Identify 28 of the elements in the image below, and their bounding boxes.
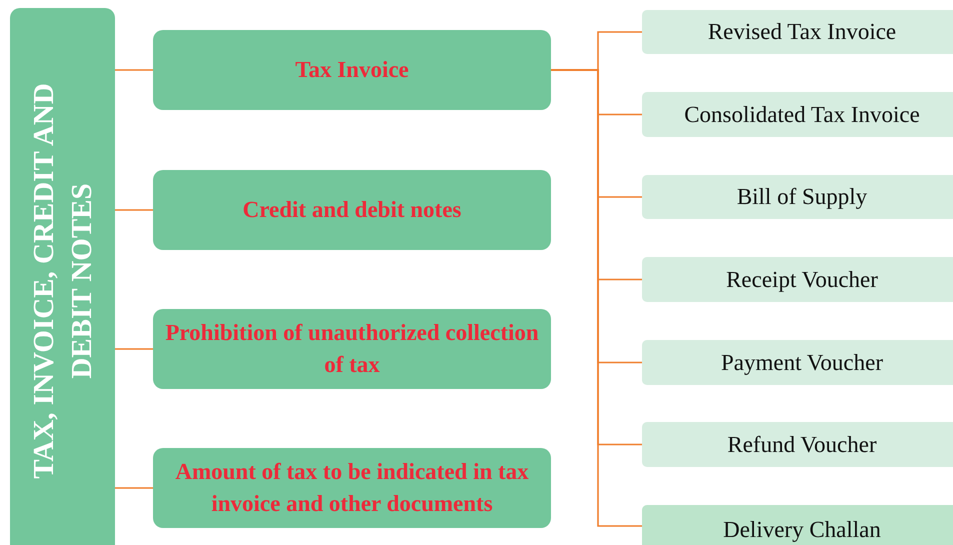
document-box <box>642 340 953 385</box>
document-text: Payment Voucher <box>720 350 884 376</box>
document-box <box>642 422 953 467</box>
topic-box <box>153 448 551 528</box>
connector-line <box>115 348 153 350</box>
document-box <box>642 10 953 54</box>
topic-box <box>153 309 551 389</box>
document-box <box>642 257 953 302</box>
topic-box <box>153 30 551 110</box>
topic-text: Amount of tax to be indicated in tax invoice and other documents <box>174 458 530 518</box>
topic-box <box>153 170 551 250</box>
topic-text: Credit and debit notes <box>242 196 462 224</box>
document-text: Consolidated Tax Invoice <box>684 102 920 128</box>
connector-line <box>115 487 153 489</box>
document-box <box>642 175 953 219</box>
document-text: Receipt Voucher <box>726 266 878 292</box>
document-box <box>642 505 953 545</box>
document-text: Delivery Challan <box>723 517 881 543</box>
topic-text: Tax Invoice <box>295 56 409 84</box>
document-box <box>642 92 953 137</box>
document-text: Refund Voucher <box>727 432 877 458</box>
title-bar <box>10 8 115 545</box>
connector-line <box>115 69 153 71</box>
connector-line <box>115 209 153 211</box>
title-text: TAX, INVOICE, CREDIT AND DEBIT NOTES <box>26 82 98 480</box>
document-text: Revised Tax Invoice <box>708 19 896 45</box>
topic-text: Prohibition of unauthorized collection of tax <box>164 319 540 379</box>
document-text: Bill of Supply <box>736 184 868 210</box>
